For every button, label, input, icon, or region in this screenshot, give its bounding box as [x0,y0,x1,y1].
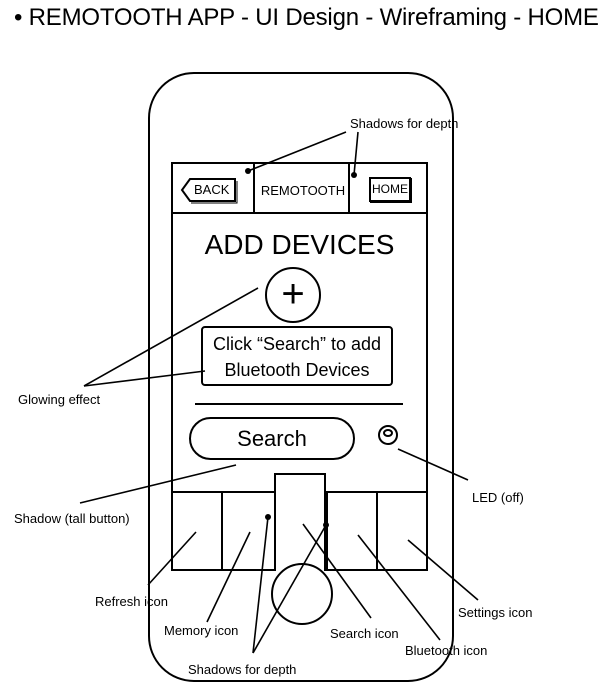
toolbar-separator [376,491,378,571]
toolbar-separator [326,491,328,571]
hint-line-1: Click “Search” to add [212,334,382,354]
hint-box: Click “Search” to add Bluetooth Devices [201,326,393,386]
annotation-shadows-top: Shadows for depth [350,116,459,131]
nav-separator [348,162,350,214]
page-heading: ADD DEVICES [204,229,395,260]
home-button[interactable]: HOME [369,177,411,202]
app-brand-title: REMOTOOTH [260,183,346,198]
led-indicator-icon [378,425,398,445]
back-arrow-icon [180,178,238,204]
annotation-shadow-tall: Shadow (tall button) [14,511,130,526]
diagram-title: • REMOTOOTH APP - UI Design - Wireframin… [14,4,599,31]
search-button[interactable]: Search [189,417,355,460]
led-glint [383,429,393,437]
nav-bar [171,162,428,214]
phone-home-key[interactable] [271,563,333,625]
annotation-refresh: Refresh icon [95,594,168,609]
annotation-shadows-bottom: Shadows for depth [188,662,297,677]
annotation-search: Search icon [330,626,399,641]
phone-outline [148,72,454,682]
annotation-bluetooth: Bluetooth icon [405,643,488,658]
back-button[interactable]: BACK [180,177,238,204]
annotation-settings: Settings icon [458,605,533,620]
hint-line-2: Bluetooth Devices [224,360,370,380]
plus-icon: + [281,272,305,316]
toolbar-separator [221,491,223,571]
annotation-glowing: Glowing effect [18,392,101,407]
content-divider [195,403,403,405]
nav-separator [253,162,255,214]
annotation-memory: Memory icon [164,623,239,638]
search-tall-button[interactable] [274,473,326,571]
add-device-button[interactable]: + [265,267,321,323]
back-label: BACK [194,182,230,197]
annotation-led: LED (off) [472,490,524,505]
